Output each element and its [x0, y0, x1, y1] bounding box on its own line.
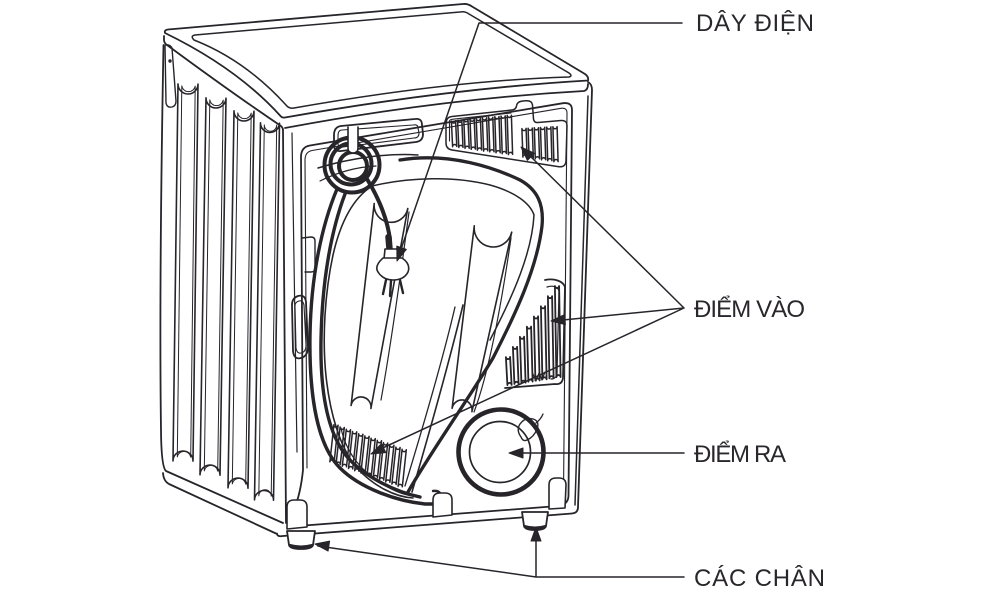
svg-text:ĐIỂM RA: ĐIỂM RA [694, 440, 786, 468]
svg-text:ĐIỂM VÀO: ĐIỂM VÀO [694, 295, 805, 323]
svg-text:DÂY ĐIỆN: DÂY ĐIỆN [696, 10, 814, 37]
svg-text:CÁC CHÂN: CÁC CHÂN [694, 565, 825, 592]
